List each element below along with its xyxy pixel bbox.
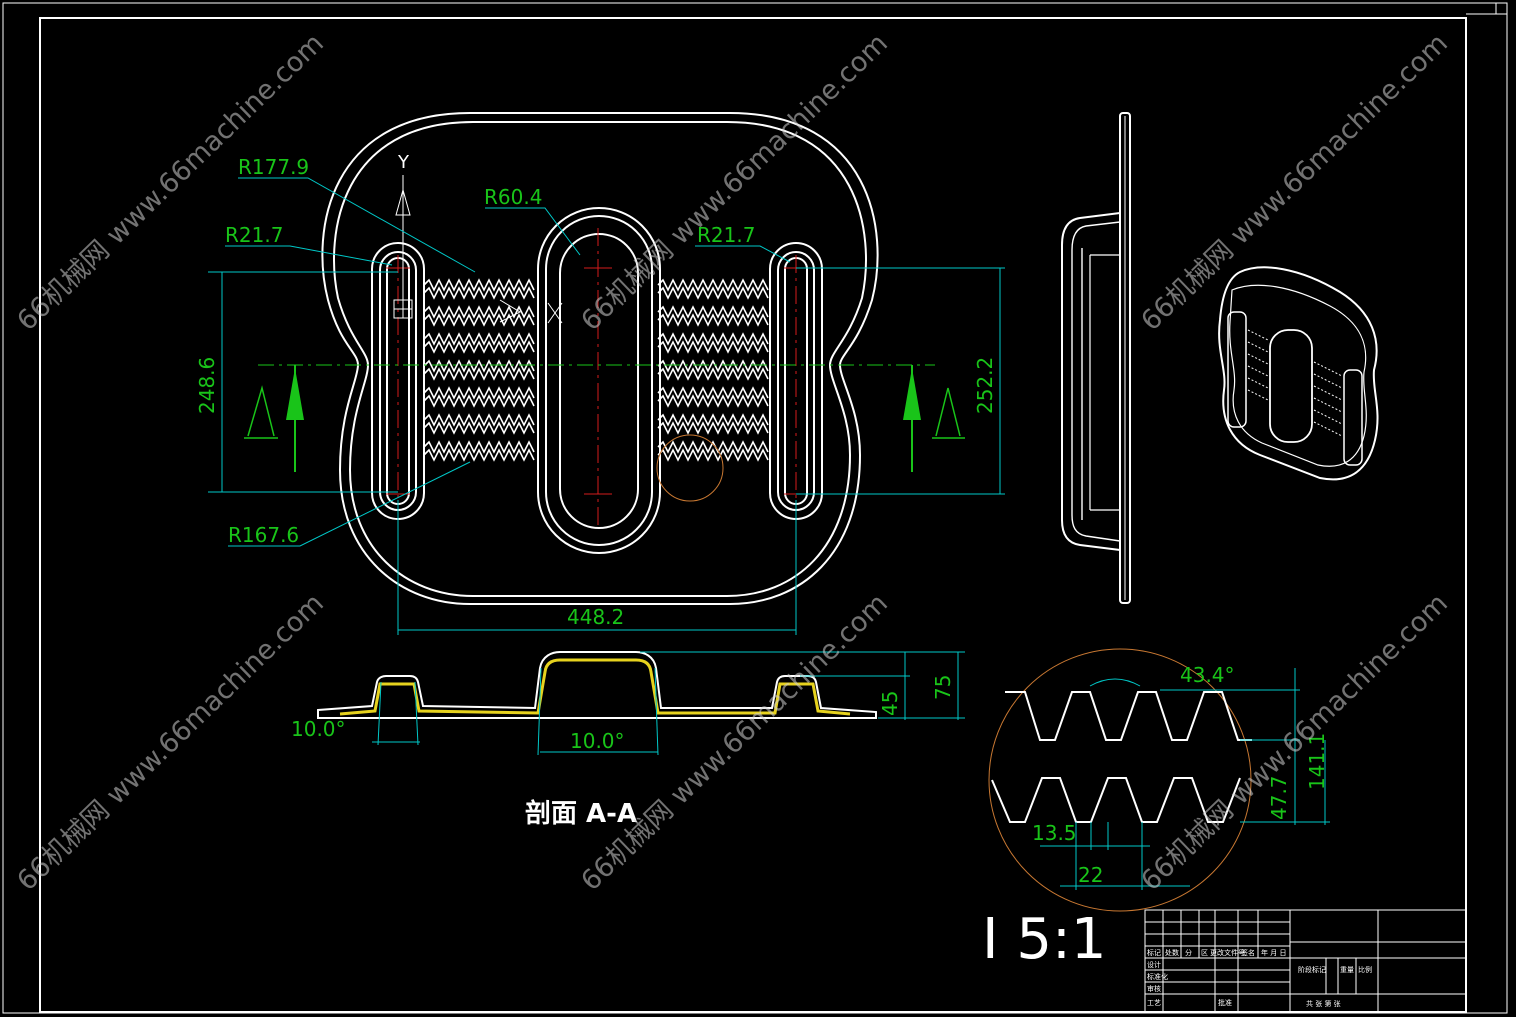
dim-r21-7-right: R21.7: [697, 223, 755, 247]
dim-10-mid: 10.0°: [570, 729, 625, 753]
wave-rib: [657, 440, 769, 454]
tb-craft: 工艺: [1147, 999, 1161, 1007]
dim-r167-6: R167.6: [228, 523, 299, 547]
wave-rib: [423, 413, 535, 427]
wave-rib: [423, 386, 535, 400]
dim-448-2: 448.2: [567, 605, 624, 629]
wave-rib: [657, 413, 769, 427]
wave-rib: [423, 367, 535, 381]
wave-rib: [423, 394, 535, 408]
wave-rib: [423, 278, 535, 292]
ucs-icon: [393, 175, 563, 324]
dim-47-7: 47.7: [1267, 775, 1291, 820]
plate-outline-outer: [321, 112, 879, 605]
dim-75: 75: [931, 675, 955, 700]
dim-45: 45: [878, 691, 902, 716]
center-slot-outer: [537, 207, 661, 554]
wave-rib: [657, 394, 769, 408]
dim-r21-7-left: R21.7: [225, 223, 283, 247]
detail-circle-mark: [656, 434, 724, 502]
center-slot-inner: [559, 233, 639, 529]
section-arrows: [244, 365, 965, 472]
wave-rib: [423, 359, 535, 373]
tb-check: 审核: [1147, 984, 1161, 993]
tb-sheets: 共 张 第 张: [1306, 999, 1341, 1008]
center-slot-mid: [545, 215, 653, 546]
tb-stage: 阶段标记: [1298, 965, 1326, 974]
top-view: [321, 112, 879, 605]
watermarks: 66机械网 www.66machine.com 66机械网 www.66mach…: [11, 28, 1454, 897]
iso-view: [1218, 266, 1379, 481]
wave-rib: [657, 278, 769, 292]
wave-rib: [423, 340, 535, 354]
section-a-a: 10.0° 10.0° 45 75 剖面 A-A: [291, 651, 965, 829]
dim-43-4: 43.4°: [1180, 663, 1235, 687]
wave-rib: [423, 313, 535, 327]
axis-y-label: Y: [397, 152, 410, 173]
detail-scale-label: I 5:1: [982, 907, 1106, 972]
dim-13-5: 13.5: [1032, 821, 1077, 845]
tb-standard: 标准化: [1147, 972, 1168, 981]
wave-ribs: [423, 278, 769, 462]
side-view: [1061, 112, 1131, 604]
dim-r60-4: R60.4: [484, 185, 542, 209]
dim-22: 22: [1078, 863, 1103, 887]
wave-rib: [423, 448, 535, 462]
dimension-lines: [208, 177, 1005, 635]
wave-rib: [423, 421, 535, 435]
wave-rib: [657, 305, 769, 319]
tb-qu: 区: [1201, 949, 1208, 957]
dim-r177-9: R177.9: [238, 155, 309, 179]
detail-view: 43.4° 141.1 47.7 13.5 22 I 5:1: [982, 648, 1330, 972]
tb-count: 处数: [1165, 948, 1179, 957]
tb-design: 设计: [1147, 960, 1161, 969]
dim-252-2: 252.2: [973, 357, 997, 414]
dim-248-6: 248.6: [195, 357, 219, 414]
wave-rib: [657, 359, 769, 373]
wave-rib: [657, 340, 769, 354]
watermark-1: 66机械网 www.66machine.com: [11, 28, 330, 337]
tb-mark: 标记: [1147, 948, 1161, 957]
wave-rib: [657, 313, 769, 327]
tb-approve: 批准: [1218, 998, 1232, 1007]
wave-rib: [657, 332, 769, 346]
tb-fen: 分: [1185, 948, 1192, 957]
tb-date: 年 月 日: [1261, 948, 1286, 957]
plate-outline-inner: [333, 121, 867, 597]
wave-rib: [657, 367, 769, 381]
dim-10-left: 10.0°: [291, 717, 346, 741]
tb-weight: 重量: [1340, 966, 1354, 974]
center-lines: [386, 228, 808, 525]
watermark-6: 66机械网 www.66machine.com: [1135, 588, 1454, 897]
wave-rib: [657, 448, 769, 462]
wave-rib: [657, 286, 769, 300]
wave-rib: [423, 286, 535, 300]
wave-rib: [423, 332, 535, 346]
tb-sign: 签名: [1241, 948, 1255, 957]
section-title: 剖面 A-A: [525, 798, 637, 829]
wave-rib: [423, 440, 535, 454]
dim-141-1: 141.1: [1305, 733, 1329, 790]
tb-change-doc: 更改文件号: [1210, 948, 1245, 957]
tb-ratio: 比例: [1358, 965, 1372, 974]
watermark-4: 66机械网 www.66machine.com: [11, 588, 330, 897]
wave-rib: [657, 386, 769, 400]
title-block: [1144, 909, 1467, 1013]
inner-frame: [39, 17, 1467, 1013]
wave-rib: [657, 421, 769, 435]
